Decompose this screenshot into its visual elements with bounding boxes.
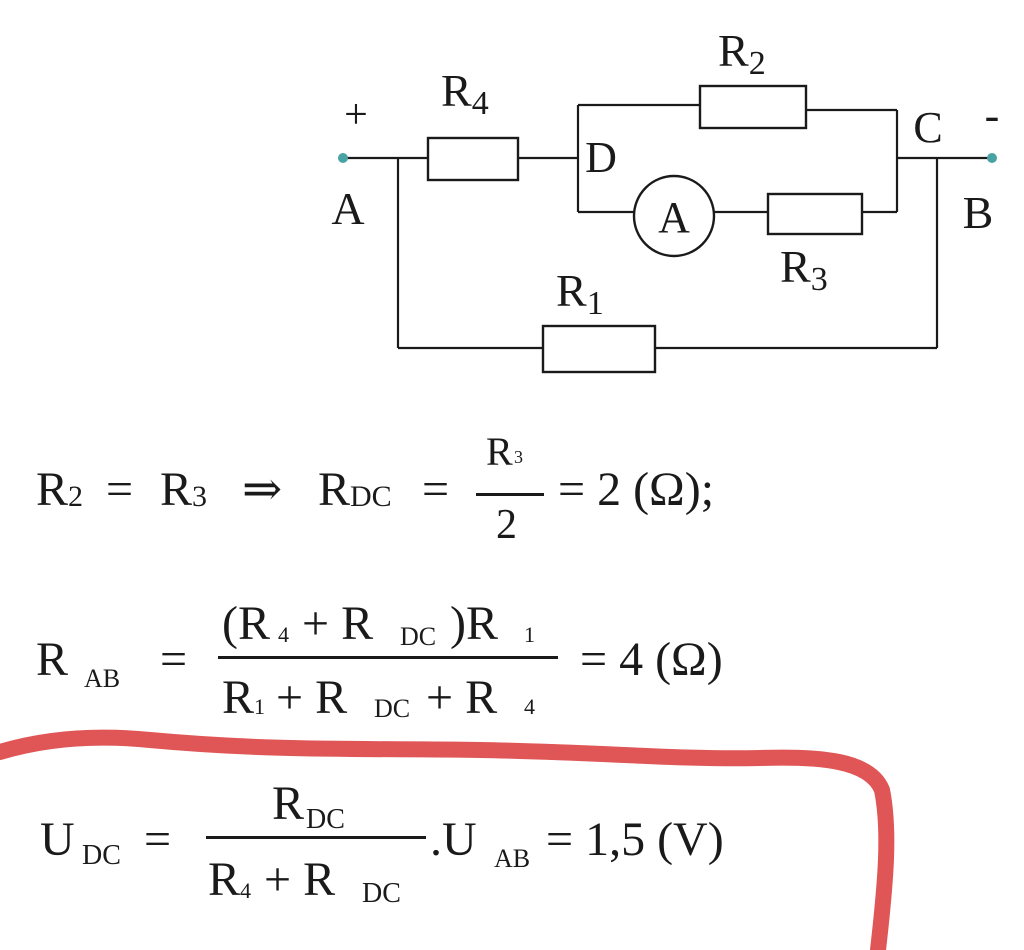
eq3-dot-u: .U [430,813,477,866]
node-b-label: B [963,187,994,238]
eq2-den-dc-sub: DC [374,694,411,723]
eq2-rab: R [36,633,69,686]
eq1-fraction-bar [476,493,544,496]
r1-label: R1 [556,265,604,322]
eq2-den-plus-1: + R [276,671,348,724]
eq3-udc: U [40,813,75,866]
eq1-r2-sub: 2 [68,480,83,513]
eq1-r3: R [160,463,193,516]
eq3-den-dc-sub: DC [362,878,401,909]
eq2-num-dc-sub: DC [400,622,437,651]
node-a-label: A [331,183,364,234]
eq2-num-close: )R [450,597,498,650]
eq1-rdc-sub: DC [350,480,392,513]
r3-label: R3 [780,241,828,298]
eq2-equals: = [160,633,188,686]
eq1-frac-num: R [486,429,513,474]
eq2-den-plus-2: + R [426,671,498,724]
plus-sign: + [344,92,368,138]
minus-sign: - [985,91,1000,140]
r4-label: R4 [441,65,489,122]
eq3-udc-sub: DC [82,840,121,871]
eq1-r3-sub: 3 [192,480,207,513]
eq1-equals: = [106,463,134,516]
eq2-num-plus: + R [302,597,374,650]
ammeter-label: A [658,193,690,242]
r2-label: R2 [718,25,766,82]
eq2-rab-sub: AB [84,664,121,693]
eq2-num-r4-sub: 4 [278,622,289,647]
eq3-u-sub: AB [494,844,531,873]
eq1-frac-num-sub: 3 [514,447,523,467]
terminal-b [987,153,997,163]
resistor-r1 [541,324,657,374]
eq3-den-r4-sub: 4 [240,878,251,903]
eq1-equals-2: = [422,463,450,516]
node-d-label: D [585,133,617,182]
eq1-frac-den: 2 [496,502,517,548]
eq2-den-r: R [222,671,255,724]
eq3-fraction-bar [206,836,426,839]
resistor-r4 [426,136,520,182]
terminal-a [338,153,348,163]
resistor-r3 [766,192,864,236]
eq2-num-r1-sub: 1 [524,622,535,647]
circuit-diagram: A + - A B C D R4 R2 R3 R1 [331,25,1000,374]
eq3-den-plus: + R [264,853,336,906]
eq3-equals: = [144,813,172,866]
eq3-num: R [272,777,305,830]
eq2-num-open: (R [222,597,270,650]
eq1-result: = 2 (Ω); [558,463,715,516]
circuit-wires [346,103,992,350]
eq1-rdc: R [318,463,351,516]
eq2-den-r4-sub: 4 [524,694,535,719]
resistor-r2 [698,84,808,130]
eq3-den-r: R [208,853,241,906]
node-c-label: C [913,103,942,152]
eq3-result: = 1,5 (V) [546,813,724,866]
eq2-den-r1-sub: 1 [254,694,265,719]
eq2-result: = 4 (Ω) [580,633,723,686]
eq1-implies: ⇒ [242,463,283,516]
eq2-fraction-bar [218,656,558,659]
eq3-num-sub: DC [306,804,345,835]
ammeter [632,174,716,258]
eq1-r2: R [36,463,69,516]
